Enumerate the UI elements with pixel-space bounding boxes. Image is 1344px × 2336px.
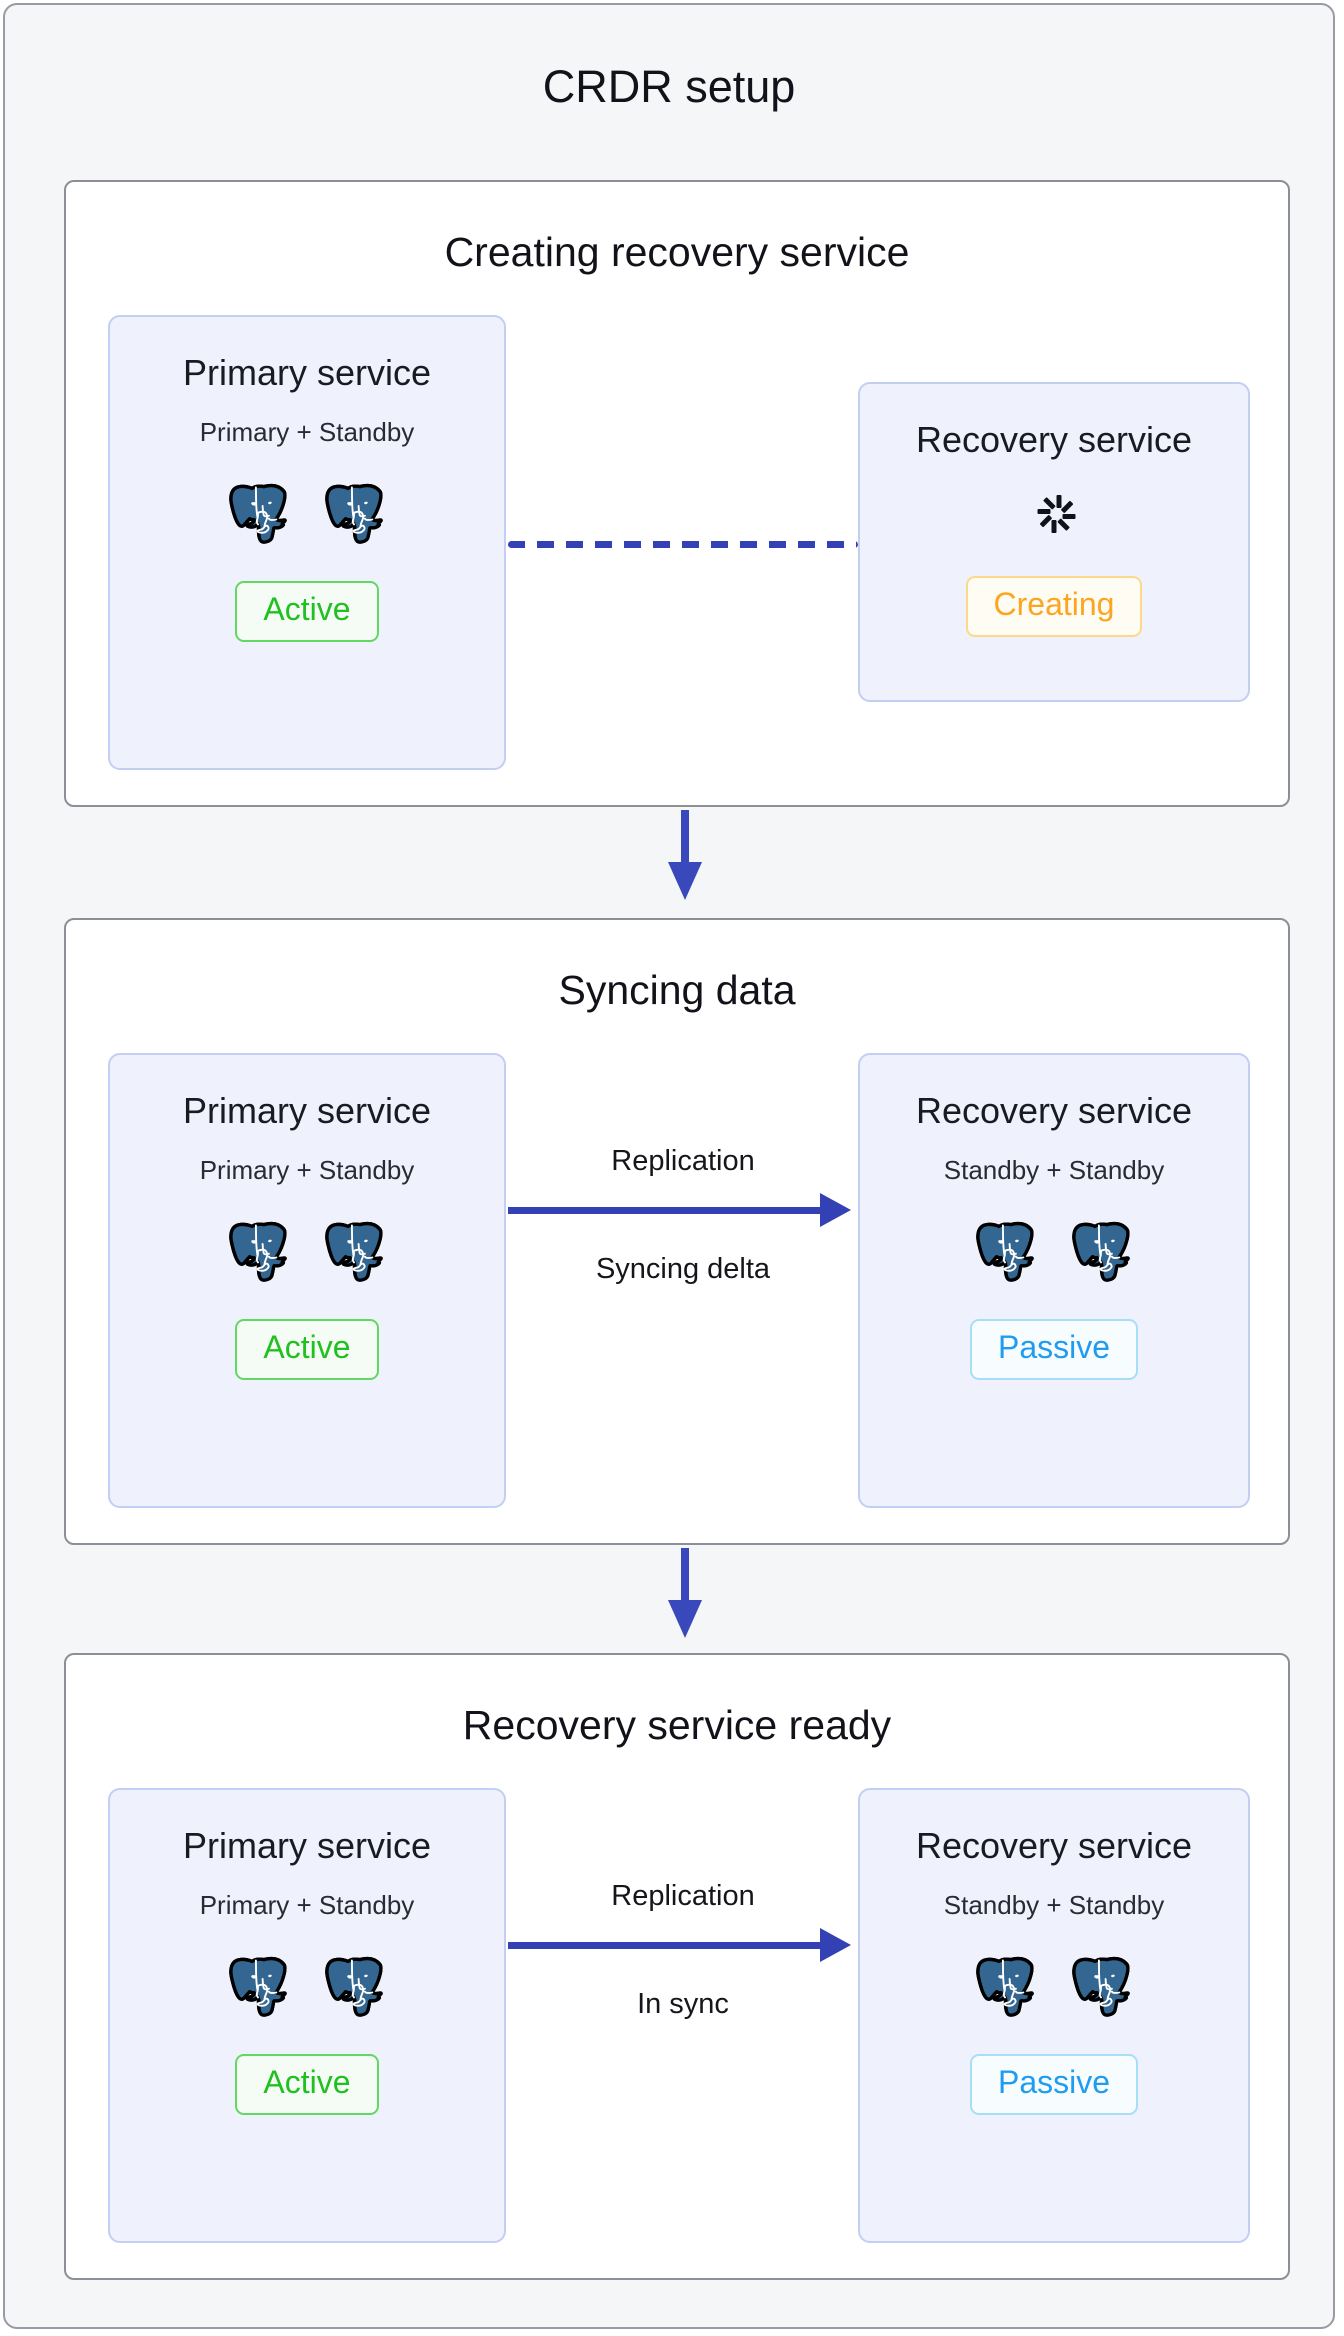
diagram-canvas: CRDR setup Creating recovery service Pri…	[3, 3, 1335, 2329]
service-topology: Primary + Standby	[199, 1155, 415, 1185]
recovery-service-box[interactable]: Recovery service Creating	[858, 382, 1250, 702]
postgresql-elephant-icon	[325, 1956, 383, 2017]
postgresql-elephant-icon	[229, 1956, 287, 2017]
replication-label-bottom: In sync	[637, 1988, 729, 2020]
dashed-connector	[508, 541, 858, 548]
postgresql-elephant-icon	[325, 1221, 383, 1282]
status-badge: Passive	[969, 1319, 1139, 1380]
service-name: Recovery service	[915, 1825, 1193, 1866]
service-name: Recovery service	[915, 1090, 1193, 1131]
postgresql-elephant-icon	[976, 1956, 1034, 2017]
page-title: CRDR setup	[542, 61, 796, 112]
status-badge: Creating	[965, 576, 1143, 637]
status-badge: Passive	[969, 2054, 1139, 2115]
node-icon-row	[227, 1954, 387, 2018]
node-icon-row	[974, 1219, 1134, 1283]
status-badge: Active	[235, 2054, 379, 2115]
arrow-head	[820, 1928, 851, 1962]
status-badge: Active	[235, 581, 379, 642]
stage-panel-recovery-service-ready: Recovery service ready Primary service P…	[64, 1653, 1290, 2280]
arrow-shaft	[681, 810, 689, 868]
service-topology: Primary + Standby	[199, 1890, 415, 1920]
postgresql-elephant-icon	[1072, 1956, 1130, 2017]
service-topology: Standby + Standby	[943, 1155, 1165, 1185]
replication-arrow: Replication Syncing delta	[506, 1145, 860, 1325]
postgresql-elephant-icon	[325, 483, 383, 544]
arrow-head	[668, 862, 702, 900]
replication-label-top: Replication	[611, 1145, 755, 1177]
service-name: Primary service	[182, 352, 432, 393]
arrow-head	[820, 1193, 851, 1227]
arrow-shaft	[508, 1942, 824, 1949]
stage-title: Syncing data	[558, 967, 796, 1013]
service-name: Primary service	[182, 1825, 432, 1866]
arrow-head	[668, 1600, 702, 1638]
replication-label-bottom: Syncing delta	[595, 1253, 771, 1285]
status-badge: Active	[235, 1319, 379, 1380]
node-icon-row	[974, 1954, 1134, 2018]
replication-label-top: Replication	[611, 1880, 755, 1912]
primary-service-box[interactable]: Primary service Primary + Standby	[108, 315, 506, 770]
arrow-shaft	[508, 1207, 824, 1214]
stage-panel-creating-recovery-service: Creating recovery service Primary servic…	[64, 180, 1290, 807]
spinner-icon	[1028, 488, 1080, 540]
primary-service-box[interactable]: Primary service Primary + Standby	[108, 1788, 506, 2243]
arrow-down-icon	[668, 810, 702, 900]
node-icon-row	[227, 481, 387, 545]
postgresql-elephant-icon	[976, 1221, 1034, 1282]
postgresql-elephant-icon	[229, 483, 287, 544]
arrow-shaft	[681, 1548, 689, 1606]
arrow-down-icon	[668, 1548, 702, 1638]
stage-title: Recovery service ready	[462, 1702, 892, 1748]
recovery-service-box[interactable]: Recovery service Standby + Standby	[858, 1053, 1250, 1508]
stage-title: Creating recovery service	[444, 229, 910, 275]
stage-panel-syncing-data: Syncing data Primary service Primary + S…	[64, 918, 1290, 1545]
primary-service-box[interactable]: Primary service Primary + Standby	[108, 1053, 506, 1508]
recovery-service-box[interactable]: Recovery service Standby + Standby	[858, 1788, 1250, 2243]
service-name: Primary service	[182, 1090, 432, 1131]
service-topology: Primary + Standby	[199, 417, 415, 447]
service-name: Recovery service	[915, 419, 1193, 460]
replication-arrow: Replication In sync	[506, 1880, 860, 2060]
postgresql-elephant-icon	[1072, 1221, 1130, 1282]
service-topology: Standby + Standby	[943, 1890, 1165, 1920]
node-icon-row	[227, 1219, 387, 1283]
postgresql-elephant-icon	[229, 1221, 287, 1282]
